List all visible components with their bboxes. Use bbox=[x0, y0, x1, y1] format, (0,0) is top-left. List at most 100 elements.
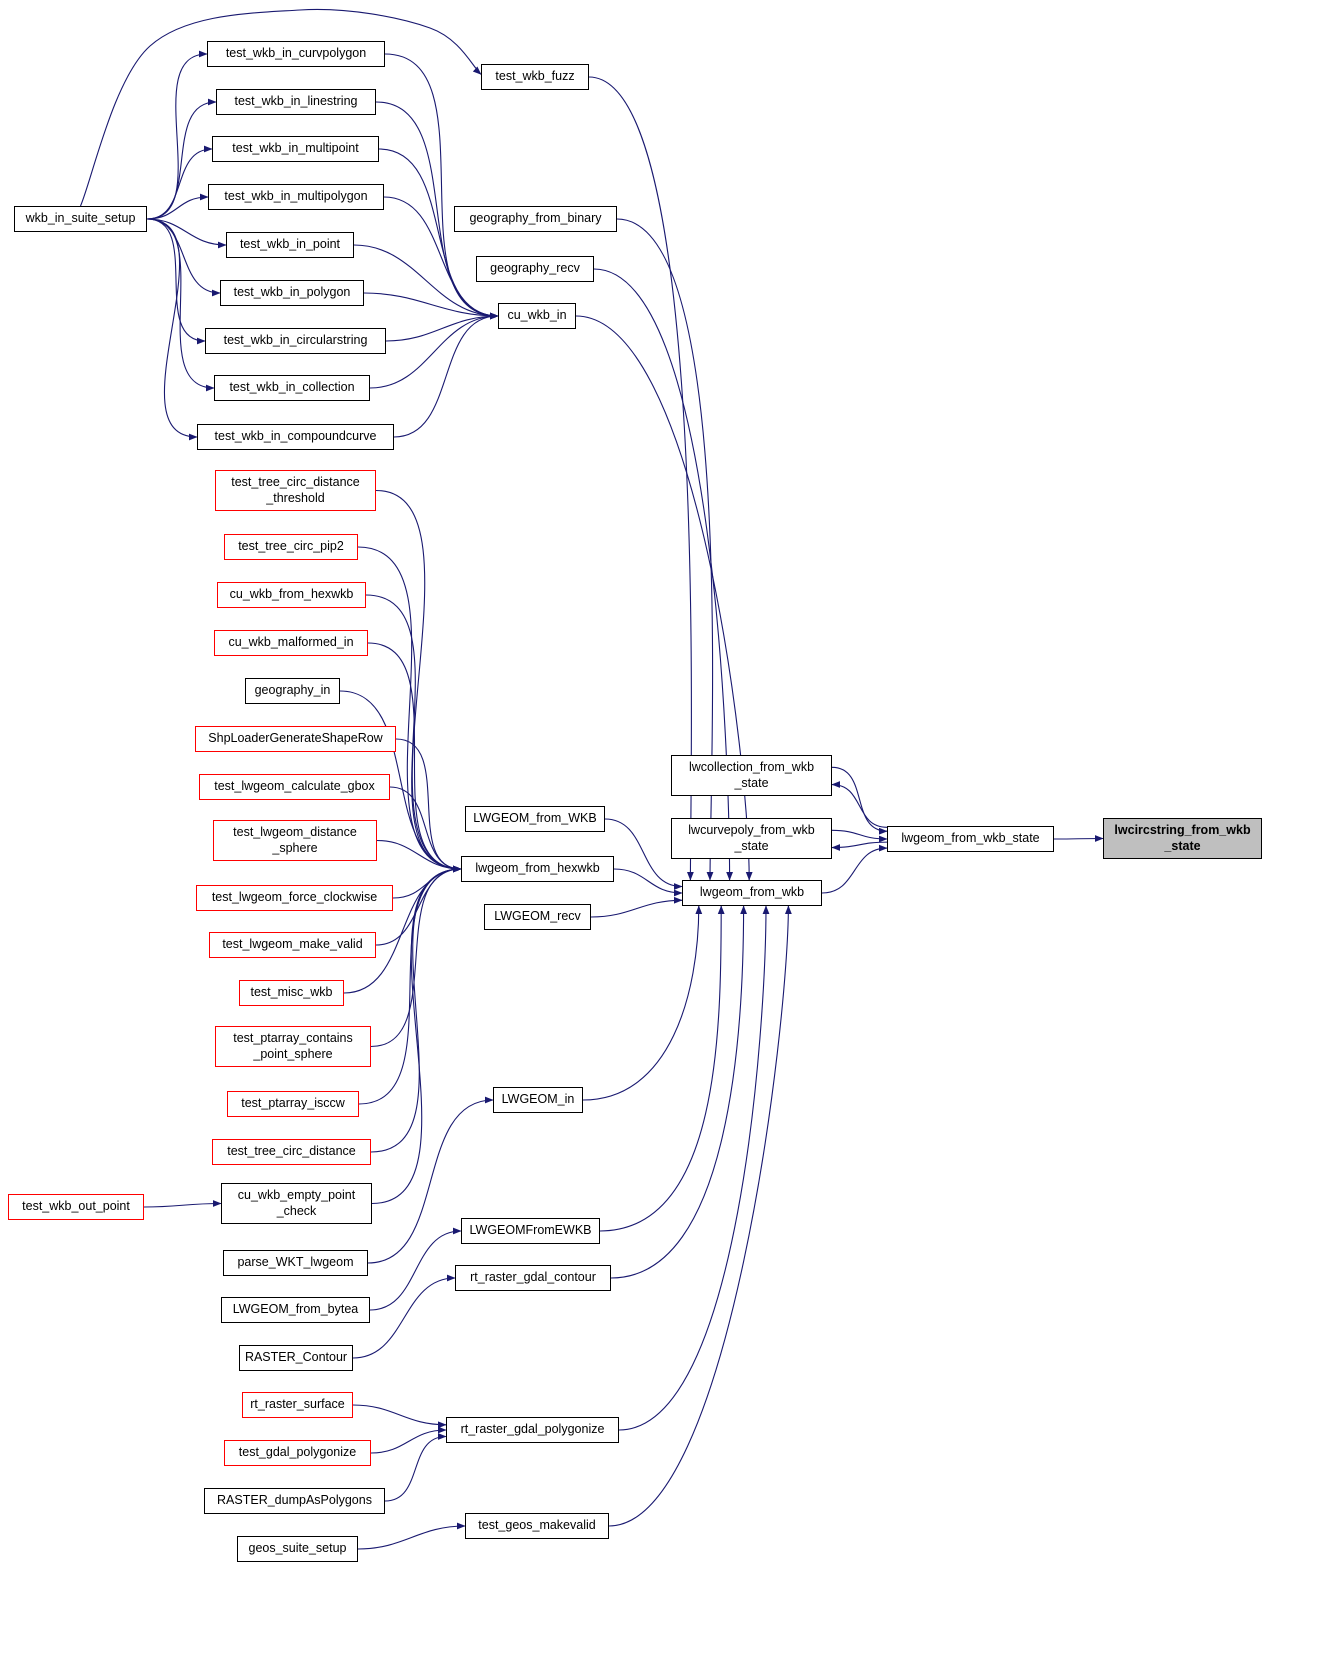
edge-test_wkb_in_circularstring-to-cu_wkb_in bbox=[385, 312, 499, 342]
node-test_wkb_in_polygon[interactable]: test_wkb_in_polygon bbox=[220, 280, 364, 306]
node-cu_wkb_empty_point_check[interactable]: cu_wkb_empty_point _check bbox=[221, 1183, 372, 1224]
node-test_misc_wkb[interactable]: test_misc_wkb bbox=[239, 980, 344, 1006]
edge-test_tree_circ_distance-to-lwgeom_from_hexwkb bbox=[370, 865, 462, 1153]
edge-LWGEOM_recv-to-lwgeom_from_wkb bbox=[590, 896, 683, 918]
node-lwgeom_from_wkb[interactable]: lwgeom_from_wkb bbox=[682, 880, 822, 906]
node-test_ptarray_contains_point_sphere[interactable]: test_ptarray_contains _point_sphere bbox=[215, 1026, 371, 1067]
edge-rt_raster_gdal_polygonize-to-lwgeom_from_wkb bbox=[618, 905, 770, 1431]
edge-wkb_in_suite_setup-to-test_wkb_in_circularstring bbox=[146, 218, 206, 345]
edge-wkb_in_suite_setup-to-test_wkb_fuzz bbox=[79, 8, 482, 207]
edge-cu_wkb_in-to-lwgeom_from_wkb bbox=[575, 315, 753, 881]
node-lwgeom_from_hexwkb[interactable]: lwgeom_from_hexwkb bbox=[461, 856, 614, 882]
edge-wkb_in_suite_setup-to-test_wkb_in_collection bbox=[146, 218, 215, 392]
node-test_ptarray_isccw[interactable]: test_ptarray_isccw bbox=[227, 1091, 359, 1117]
node-test_lwgeom_calculate_gbox[interactable]: test_lwgeom_calculate_gbox bbox=[199, 774, 390, 800]
edge-RASTER_Contour-to-rt_raster_gdal_contour bbox=[352, 1274, 456, 1359]
edge-cu_wkb_malformed_in-to-lwgeom_from_hexwkb bbox=[367, 642, 462, 873]
edge-geos_suite_setup-to-test_geos_makevalid bbox=[357, 1522, 466, 1550]
node-test_wkb_in_point[interactable]: test_wkb_in_point bbox=[226, 232, 354, 258]
node-RASTER_Contour[interactable]: RASTER_Contour bbox=[239, 1345, 353, 1371]
node-test_wkb_out_point[interactable]: test_wkb_out_point bbox=[8, 1194, 144, 1220]
node-test_wkb_in_curvpolygon[interactable]: test_wkb_in_curvpolygon bbox=[207, 41, 385, 67]
edge-LWGEOM_in-to-lwgeom_from_wkb bbox=[582, 905, 703, 1101]
node-rt_raster_gdal_contour[interactable]: rt_raster_gdal_contour bbox=[455, 1265, 611, 1291]
node-parse_WKT_lwgeom[interactable]: parse_WKT_lwgeom bbox=[223, 1250, 368, 1276]
node-test_tree_circ_pip2[interactable]: test_tree_circ_pip2 bbox=[224, 534, 358, 560]
node-wkb_in_suite_setup[interactable]: wkb_in_suite_setup bbox=[14, 206, 147, 232]
node-ShpLoaderGenerateShapeRow[interactable]: ShpLoaderGenerateShapeRow bbox=[195, 726, 396, 752]
edge-test_gdal_polygonize-to-rt_raster_gdal_polygonize bbox=[370, 1426, 447, 1454]
node-rt_raster_gdal_polygonize[interactable]: rt_raster_gdal_polygonize bbox=[446, 1417, 619, 1443]
edge-LWGEOMFromEWKB-to-lwgeom_from_wkb bbox=[599, 905, 725, 1232]
edge-wkb_in_suite_setup-to-test_wkb_in_compoundcurve bbox=[146, 218, 198, 441]
edge-wkb_in_suite_setup-to-test_wkb_in_curvpolygon bbox=[146, 50, 208, 220]
edge-lwgeom_from_hexwkb-to-lwgeom_from_wkb bbox=[613, 868, 683, 897]
node-test_lwgeom_distance_sphere[interactable]: test_lwgeom_distance _sphere bbox=[213, 820, 377, 861]
node-test_wkb_in_compoundcurve[interactable]: test_wkb_in_compoundcurve bbox=[197, 424, 394, 450]
node-test_wkb_in_multipolygon[interactable]: test_wkb_in_multipolygon bbox=[208, 184, 384, 210]
node-lwcircstring_from_wkb_state: lwcircstring_from_wkb _state bbox=[1103, 818, 1262, 859]
edge-test_ptarray_contains_point_sphere-to-lwgeom_from_hexwkb bbox=[370, 865, 462, 1048]
node-RASTER_dumpAsPolygons[interactable]: RASTER_dumpAsPolygons bbox=[204, 1488, 385, 1514]
node-geography_recv[interactable]: geography_recv bbox=[476, 256, 594, 282]
edge-cu_wkb_empty_point_check-to-lwgeom_from_hexwkb bbox=[371, 865, 462, 1205]
edge-test_wkb_out_point-to-cu_wkb_empty_point_check bbox=[143, 1200, 222, 1208]
node-LWGEOM_from_bytea[interactable]: LWGEOM_from_bytea bbox=[221, 1297, 370, 1323]
node-geography_in[interactable]: geography_in bbox=[245, 678, 340, 704]
edge-lwcollection_from_wkb_state-to-lwgeom_from_wkb_state bbox=[831, 766, 888, 835]
node-cu_wkb_from_hexwkb[interactable]: cu_wkb_from_hexwkb bbox=[217, 582, 366, 608]
edge-lwgeom_from_wkb_state-to-lwcurvepoly_from_wkb_state bbox=[831, 841, 888, 851]
edge-wkb_in_suite_setup-to-test_wkb_in_linestring bbox=[146, 98, 217, 220]
node-lwcollection_from_wkb_state[interactable]: lwcollection_from_wkb _state bbox=[671, 755, 832, 796]
edge-wkb_in_suite_setup-to-test_wkb_in_multipolygon bbox=[146, 193, 209, 220]
edge-lwcurvepoly_from_wkb_state-to-lwgeom_from_wkb_state bbox=[831, 829, 888, 843]
edge-test_wkb_in_collection-to-cu_wkb_in bbox=[369, 312, 499, 389]
node-cu_wkb_malformed_in[interactable]: cu_wkb_malformed_in bbox=[214, 630, 368, 656]
edge-test_tree_circ_pip2-to-lwgeom_from_hexwkb bbox=[357, 546, 462, 873]
node-geography_from_binary[interactable]: geography_from_binary bbox=[454, 206, 617, 232]
node-LWGEOMFromEWKB[interactable]: LWGEOMFromEWKB bbox=[461, 1218, 600, 1244]
edge-parse_WKT_lwgeom-to-LWGEOM_in bbox=[367, 1096, 494, 1264]
edge-test_lwgeom_calculate_gbox-to-lwgeom_from_hexwkb bbox=[389, 786, 462, 873]
edge-test_wkb_in_linestring-to-cu_wkb_in bbox=[375, 101, 499, 320]
node-lwgeom_from_wkb_state[interactable]: lwgeom_from_wkb_state bbox=[887, 826, 1054, 852]
edge-test_wkb_in_compoundcurve-to-cu_wkb_in bbox=[393, 312, 499, 438]
edge-geography_from_binary-to-lwgeom_from_wkb bbox=[616, 218, 714, 881]
node-test_geos_makevalid[interactable]: test_geos_makevalid bbox=[465, 1513, 609, 1539]
edge-geography_recv-to-lwgeom_from_wkb bbox=[593, 268, 733, 881]
edge-lwgeom_from_wkb_state-to-lwcollection_from_wkb_state bbox=[831, 781, 888, 828]
edge-lwgeom_from_wkb-to-lwgeom_from_wkb_state bbox=[821, 844, 888, 894]
node-test_wkb_fuzz[interactable]: test_wkb_fuzz bbox=[481, 64, 589, 90]
node-geos_suite_setup[interactable]: geos_suite_setup bbox=[237, 1536, 358, 1562]
node-LWGEOM_in[interactable]: LWGEOM_in bbox=[493, 1087, 583, 1113]
node-test_wkb_in_circularstring[interactable]: test_wkb_in_circularstring bbox=[205, 328, 386, 354]
edge-LWGEOM_from_WKB-to-lwgeom_from_wkb bbox=[604, 818, 683, 890]
node-lwcurvepoly_from_wkb_state[interactable]: lwcurvepoly_from_wkb _state bbox=[671, 818, 832, 859]
node-test_tree_circ_distance[interactable]: test_tree_circ_distance bbox=[212, 1139, 371, 1165]
node-test_wkb_in_linestring[interactable]: test_wkb_in_linestring bbox=[216, 89, 376, 115]
edge-geography_in-to-lwgeom_from_hexwkb bbox=[339, 690, 462, 873]
node-cu_wkb_in[interactable]: cu_wkb_in bbox=[498, 303, 576, 329]
edge-rt_raster_surface-to-rt_raster_gdal_polygonize bbox=[352, 1404, 447, 1429]
node-test_tree_circ_distance_threshold[interactable]: test_tree_circ_distance _threshold bbox=[215, 470, 376, 511]
edge-test_lwgeom_force_clockwise-to-lwgeom_from_hexwkb bbox=[392, 865, 462, 899]
edge-test_geos_makevalid-to-lwgeom_from_wkb bbox=[608, 905, 792, 1527]
node-LWGEOM_recv[interactable]: LWGEOM_recv bbox=[484, 904, 591, 930]
node-test_wkb_in_collection[interactable]: test_wkb_in_collection bbox=[214, 375, 370, 401]
node-LWGEOM_from_WKB[interactable]: LWGEOM_from_WKB bbox=[465, 806, 605, 832]
node-test_lwgeom_make_valid[interactable]: test_lwgeom_make_valid bbox=[209, 932, 376, 958]
node-test_wkb_in_multipoint[interactable]: test_wkb_in_multipoint bbox=[212, 136, 379, 162]
node-test_lwgeom_force_clockwise[interactable]: test_lwgeom_force_clockwise bbox=[196, 885, 393, 911]
edge-wkb_in_suite_setup-to-test_wkb_in_multipoint bbox=[146, 145, 213, 220]
edge-lwgeom_from_wkb_state-to-lwcircstring_from_wkb_state bbox=[1053, 835, 1104, 842]
edge-test_wkb_in_multipolygon-to-cu_wkb_in bbox=[383, 196, 499, 320]
node-rt_raster_surface[interactable]: rt_raster_surface bbox=[242, 1392, 353, 1418]
node-test_gdal_polygonize[interactable]: test_gdal_polygonize bbox=[224, 1440, 371, 1466]
edge-wkb_in_suite_setup-to-test_wkb_in_point bbox=[146, 218, 227, 249]
edge-test_wkb_in_polygon-to-cu_wkb_in bbox=[363, 292, 499, 320]
edge-test_tree_circ_distance_threshold-to-lwgeom_from_hexwkb bbox=[375, 489, 462, 873]
edge-test_lwgeom_distance_sphere-to-lwgeom_from_hexwkb bbox=[376, 839, 462, 873]
edge-RASTER_dumpAsPolygons-to-rt_raster_gdal_polygonize bbox=[384, 1433, 447, 1502]
